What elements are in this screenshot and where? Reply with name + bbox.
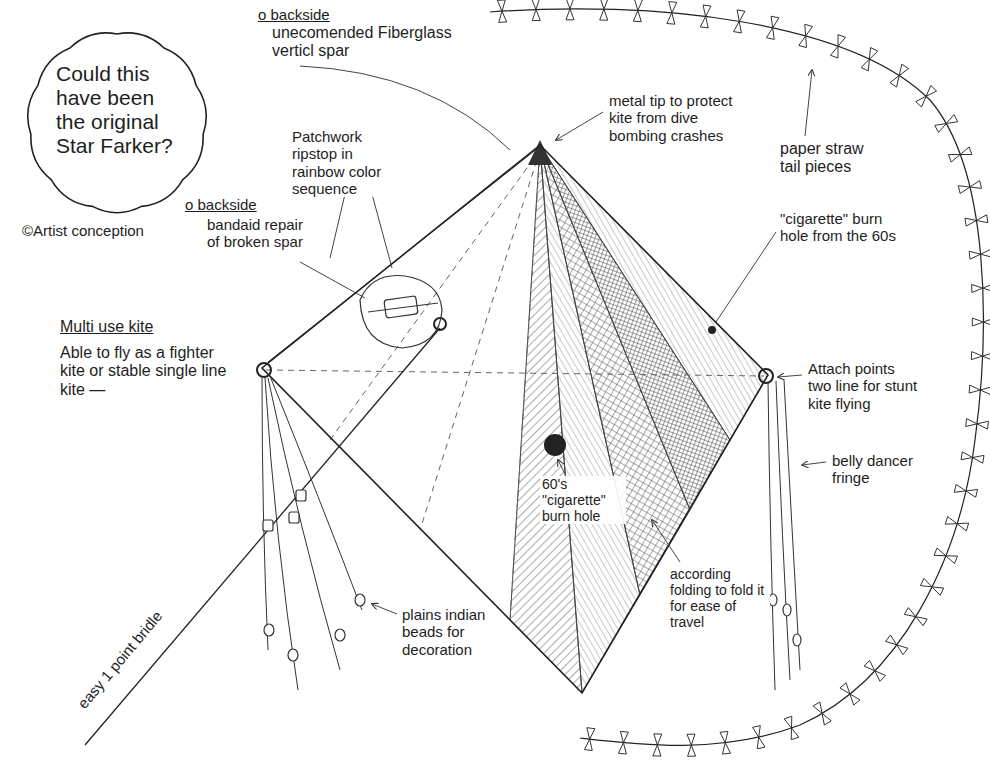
- annotation: Multi use kite: [58, 318, 212, 336]
- annotation: "cigarette" burn hole from the 60s: [778, 210, 900, 245]
- tail-piece: [700, 5, 711, 28]
- annotation: 60's "cigarette" burn hole: [540, 476, 626, 524]
- tail-piece: [618, 731, 628, 754]
- tail-piece: [633, 0, 642, 22]
- tail-piece: [935, 115, 958, 133]
- tail-piece: [920, 578, 943, 595]
- tail-piece: [497, 0, 506, 22]
- tail-piece: [949, 147, 972, 162]
- annotation: o backside: [256, 6, 360, 23]
- annotation: o backside: [183, 196, 282, 213]
- annotation: bandaid repair of broken spar: [205, 216, 309, 251]
- annotation: paper straw tail pieces: [778, 140, 867, 177]
- tail-piece: [753, 726, 766, 749]
- tail-piece: [972, 284, 990, 293]
- cloud-text: Could this have been the original Star F…: [56, 62, 182, 159]
- tail-piece: [667, 2, 677, 25]
- annotation: belly dancer fringe: [830, 452, 918, 487]
- tail-piece: [965, 215, 988, 226]
- tail-piece: [890, 64, 909, 87]
- tail-piece: [600, 0, 609, 20]
- annotation: ©Artist conception: [20, 222, 199, 239]
- tail-piece: [904, 608, 927, 626]
- annotation: Able to fly as a fighter kite or stable …: [58, 344, 230, 399]
- tail-piece: [886, 635, 908, 655]
- tail-piece: [766, 16, 779, 39]
- tail-piece: [916, 86, 937, 108]
- annotation: Attach points two line for stunt kite fl…: [806, 360, 920, 412]
- bridle-label: easy 1 point bridle: [73, 606, 167, 713]
- tail-piece: [840, 683, 860, 705]
- tail-piece: [566, 0, 574, 20]
- tail-piece: [972, 318, 990, 326]
- thought-cloud: Could this have been the original Star F…: [22, 26, 212, 218]
- tail-piece: [969, 249, 990, 259]
- tail-piece: [861, 48, 878, 71]
- annotation: plains indian beads for decoration: [400, 606, 496, 658]
- annotation: metal tip to protect kite from dive bomb…: [607, 92, 761, 144]
- tail-piece: [799, 24, 813, 47]
- tail-piece: [584, 728, 595, 751]
- tail-piece: [720, 731, 731, 754]
- tail-piece: [734, 10, 746, 33]
- tail-piece: [813, 702, 831, 725]
- tail-piece: [687, 734, 696, 756]
- tail-piece: [961, 452, 984, 463]
- tail-piece: [784, 716, 799, 739]
- tail-piece: [971, 352, 990, 361]
- annotation: Patchwork ripstop in rainbow color seque…: [290, 128, 406, 197]
- tail-piece: [958, 181, 981, 194]
- annotation: unecomended Fiberglass verticl spar: [270, 24, 489, 61]
- annotation: according folding to fold it for ease of…: [668, 566, 770, 630]
- tail-piece: [966, 419, 989, 430]
- tail-piece: [934, 548, 957, 564]
- tail-piece: [653, 734, 662, 756]
- tail-piece: [831, 35, 846, 58]
- tail-piece: [864, 660, 886, 681]
- tail-piece: [969, 385, 990, 395]
- tail-piece: [945, 517, 968, 531]
- tail-piece: [532, 0, 541, 21]
- tail-piece: [954, 485, 977, 498]
